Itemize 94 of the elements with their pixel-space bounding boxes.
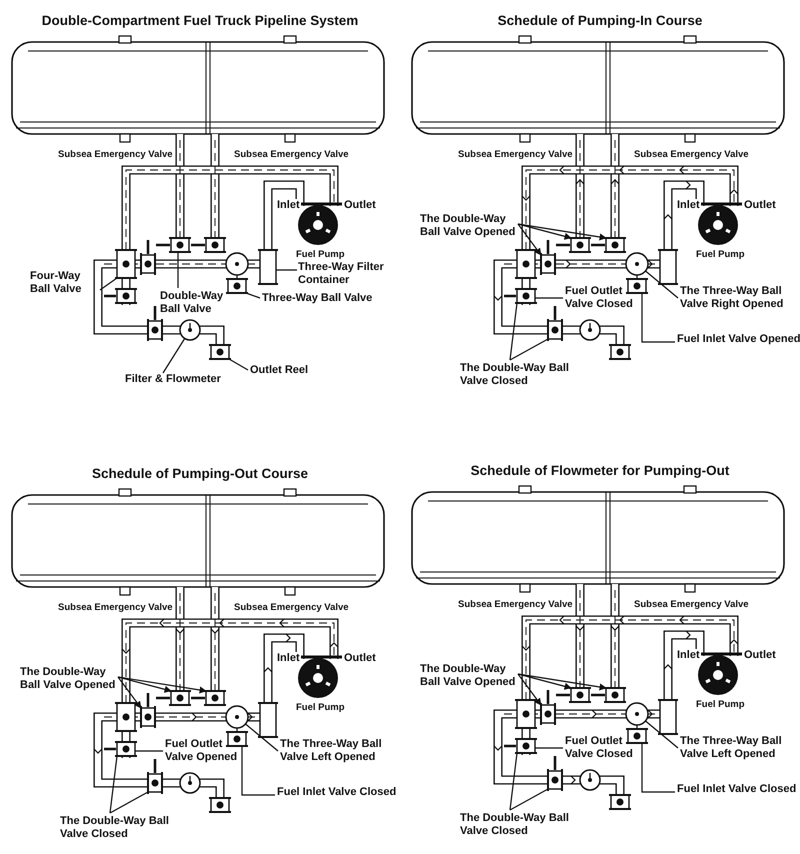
outlet-label: Outlet Reel [250,364,330,377]
three-way-valve-symbol [625,702,649,726]
pump-label: Fuel Pump [296,248,345,261]
leader-line [162,338,186,374]
leader-line [109,756,118,814]
leader-line [510,338,548,361]
leader-line [228,358,248,371]
valve-status-label: The Double-Way Ball Valve Closed [60,815,180,841]
ball-valve-symbol [226,278,248,294]
valve-status-label: Fuel Inlet Valve Opened [677,333,800,346]
leader-line [641,743,675,793]
leader-line [509,752,518,810]
panel-title: Schedule of Pumping-Out Course [90,467,309,480]
valve-status-label: Fuel Outlet Valve Closed [565,285,645,311]
ball-valve-symbol [156,690,191,706]
valve-status-label: Fuel Outlet Valve Opened [165,738,245,764]
ball-valve-symbol [556,687,591,703]
valve-label: Three-Way Ball Valve [262,292,392,305]
four-way-valve-symbol [115,249,137,279]
ball-valve-symbol [547,756,563,791]
ball-valve-symbol [104,741,137,757]
leader-line [518,223,607,241]
valve-status-label: The Three-Way Ball Valve Right Opened [680,285,800,311]
leader-line [135,750,163,752]
ball-valve-symbol [191,690,226,706]
leader-line [645,720,678,748]
valve-label: Double-Way Ball Valve [160,290,240,316]
valve-status-label: The Double-Way Ball Valve Opened [20,666,120,692]
panel-title: Schedule of Pumping-In Course [496,14,704,27]
leader-line [118,676,142,709]
leader-line [118,676,172,693]
valve-label: Subsea Emergency Valve [458,598,573,611]
valve-label: Subsea Emergency Valve [58,601,173,614]
ball-valve-symbol [147,759,163,794]
leader-line [241,746,275,796]
ball-valve-symbol [591,687,626,703]
pump-label: Fuel Pump [696,248,745,261]
valve-status-label: Fuel Outlet Valve Closed [565,735,645,761]
ball-valve-symbol [540,240,556,275]
three-way-valve-symbol [625,252,649,276]
filter-container-drawing [258,249,278,285]
ball-valve-symbol [226,731,248,747]
leader-line [100,278,118,290]
valve-status-label: The Three-Way Ball Valve Left Opened [680,735,800,761]
valve-status-label: Fuel Inlet Valve Closed [277,786,402,799]
valve-label: Subsea Emergency Valve [234,601,349,614]
valve-status-label: Fuel Inlet Valve Closed [677,783,800,796]
leader-line [177,252,179,288]
leader-line [535,747,563,749]
ball-valve-symbol [504,738,537,754]
leader-line [518,674,542,706]
leader-line [110,791,148,814]
leader-line [518,673,607,691]
pump-label: Fuel Pump [296,701,345,714]
ball-valve-symbol [156,237,191,253]
flowmeter-label: Filter & Flowmeter [125,373,235,386]
leader-line [246,292,260,299]
valve-status-label: The Double-Way Ball Valve Opened [420,663,520,689]
valve-status-label: The Double-Way Ball Valve Closed [460,812,580,838]
panel-title: Schedule of Flowmeter for Pumping-Out [470,464,730,477]
valve-label: Subsea Emergency Valve [634,148,749,161]
leader-line [518,224,542,256]
valve-status-label: The Three-Way Ball Valve Left Opened [280,738,400,764]
leader-line [118,676,207,694]
leader-line [509,302,518,360]
leader-line [276,269,297,271]
leader-line [641,293,675,343]
flowmeter-symbol [179,319,201,341]
valve-label: Subsea Emergency Valve [458,148,573,161]
filter-label: Three-Way Filter Container [298,261,398,287]
ball-valve-symbol [547,306,563,341]
valve-label: Subsea Emergency Valve [234,148,349,161]
ball-valve-symbol [626,728,648,744]
leader-line [518,223,572,240]
leader-line [535,297,563,299]
leader-line [518,673,572,690]
valve-status-label: The Double-Way Ball Valve Opened [420,213,520,239]
leader-line [510,788,548,811]
panel-title: Double-Compartment Fuel Truck Pipeline System [40,14,360,27]
outlet-reel-symbol [209,344,231,360]
valve-status-label: The Double-Way Ball Valve Closed [460,362,580,388]
ball-valve-symbol [626,278,648,294]
pump-label: Fuel Pump [696,698,745,711]
ball-valve-symbol [140,693,156,728]
ball-valve-symbol [504,288,537,304]
valve-label: Subsea Emergency Valve [634,598,749,611]
valve-label: Four-Way Ball Valve [30,270,100,296]
three-way-valve-symbol [225,705,249,729]
leader-line [245,724,278,752]
valve-label: Subsea Emergency Valve [58,148,173,161]
leader-line [645,270,678,298]
ball-valve-symbol [591,237,626,253]
ball-valve-symbol [556,237,591,253]
ball-valve-symbol [540,690,556,725]
